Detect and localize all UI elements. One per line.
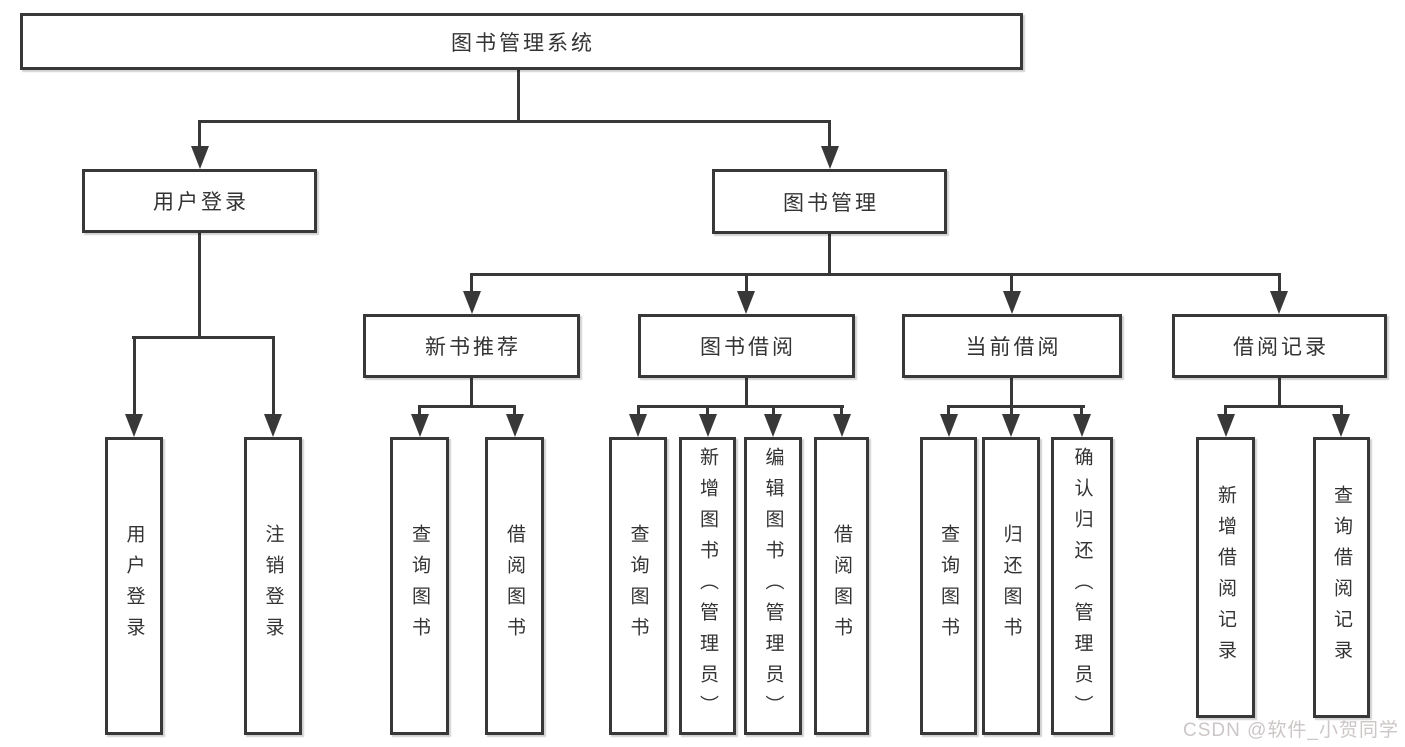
arrowhead-down bbox=[125, 414, 143, 437]
leaf-add-book-admin: 新增图书（管理员） bbox=[679, 437, 736, 735]
leaf-borrow-book-recommend: 借阅图书 bbox=[485, 437, 544, 735]
connector-line bbox=[198, 233, 201, 338]
connector-line bbox=[133, 336, 136, 416]
connector-line bbox=[772, 405, 775, 417]
leaf-confirm-return-admin: 确认归还（管理员） bbox=[1051, 437, 1113, 735]
leaf-user-login: 用户登录 bbox=[105, 437, 163, 735]
connector-line bbox=[745, 273, 748, 293]
node-book-borrowing: 图书借阅 bbox=[638, 314, 855, 378]
connector-line bbox=[1340, 405, 1343, 417]
node-user-login-label: 用户登录 bbox=[153, 191, 249, 214]
connector-line bbox=[418, 405, 516, 408]
arrowhead-down bbox=[1332, 414, 1350, 437]
leaf-logout: 注销登录 bbox=[244, 437, 302, 735]
leaf-query-book-borrowing-label: 查询图书 bbox=[627, 524, 649, 648]
arrowhead-down bbox=[940, 414, 958, 437]
arrowhead-down bbox=[737, 291, 755, 314]
leaf-query-book-current-label: 查询图书 bbox=[938, 524, 959, 648]
leaf-return-book-label: 归还图书 bbox=[1000, 524, 1022, 648]
leaf-query-book-recommend: 查询图书 bbox=[390, 437, 449, 735]
connector-line bbox=[470, 273, 473, 293]
connector-line bbox=[470, 378, 473, 408]
connector-line bbox=[513, 405, 516, 417]
connector-line bbox=[1278, 378, 1281, 408]
arrowhead-down bbox=[1270, 291, 1288, 314]
connector-line bbox=[637, 405, 640, 417]
connector-line bbox=[637, 405, 844, 408]
connector-line bbox=[272, 336, 275, 416]
leaf-return-book: 归还图书 bbox=[982, 437, 1040, 735]
node-book-borrowing-label: 图书借阅 bbox=[700, 336, 796, 359]
node-borrowing-records: 借阅记录 bbox=[1172, 314, 1387, 378]
connector-line bbox=[706, 405, 709, 417]
watermark: CSDN @软件_小贺同学 bbox=[1183, 720, 1399, 741]
connector-line bbox=[470, 273, 1281, 276]
leaf-edit-book-admin-label: 编辑图书（管理员） bbox=[762, 446, 784, 726]
leaf-query-borrow-record: 查询借阅记录 bbox=[1313, 437, 1370, 718]
node-current-borrowing: 当前借阅 bbox=[902, 314, 1122, 378]
connector-line bbox=[828, 120, 831, 147]
connector-line bbox=[418, 405, 421, 417]
arrowhead-down bbox=[506, 414, 524, 437]
node-user-login: 用户登录 bbox=[82, 169, 317, 233]
connector-line bbox=[947, 405, 1085, 408]
connector-line bbox=[1080, 405, 1083, 417]
connector-line bbox=[1010, 378, 1013, 408]
connector-line bbox=[947, 405, 950, 417]
node-root-label: 图书管理系统 bbox=[451, 31, 595, 55]
arrowhead-down bbox=[629, 414, 647, 437]
connector-line bbox=[1278, 273, 1281, 293]
leaf-add-borrow-record: 新增借阅记录 bbox=[1196, 437, 1255, 718]
leaf-user-login-label: 用户登录 bbox=[123, 524, 145, 648]
node-new-book-recommend: 新书推荐 bbox=[363, 314, 580, 378]
node-current-borrowing-label: 当前借阅 bbox=[965, 336, 1062, 359]
leaf-query-borrow-record-label: 查询借阅记录 bbox=[1331, 484, 1352, 671]
connector-line bbox=[1224, 405, 1343, 408]
connector-line bbox=[132, 336, 275, 339]
arrowhead-down bbox=[1002, 414, 1020, 437]
connector-line bbox=[1010, 273, 1013, 293]
leaf-confirm-return-admin-label: 确认归还（管理员） bbox=[1071, 446, 1093, 726]
arrowhead-down bbox=[699, 414, 717, 437]
connector-line bbox=[840, 405, 843, 417]
node-book-management-label: 图书管理 bbox=[783, 191, 879, 215]
arrowhead-down bbox=[463, 291, 481, 314]
connector-line bbox=[1224, 405, 1227, 417]
leaf-logout-label: 注销登录 bbox=[262, 524, 284, 648]
leaf-borrow-book-borrowing-label: 借阅图书 bbox=[831, 524, 852, 648]
arrowhead-down bbox=[1217, 414, 1235, 437]
arrowhead-down bbox=[833, 414, 851, 437]
connector-line bbox=[745, 378, 748, 408]
leaf-borrow-book-recommend-label: 借阅图书 bbox=[504, 524, 525, 648]
arrowhead-down bbox=[821, 146, 839, 169]
node-new-book-recommend-label: 新书推荐 bbox=[425, 336, 521, 359]
node-borrowing-records-label: 借阅记录 bbox=[1233, 336, 1329, 359]
leaf-add-book-admin-label: 新增图书（管理员） bbox=[697, 446, 718, 726]
leaf-borrow-book-borrowing: 借阅图书 bbox=[814, 437, 869, 735]
arrowhead-down bbox=[264, 414, 282, 437]
arrowhead-down bbox=[411, 414, 429, 437]
arrowhead-down bbox=[191, 146, 209, 169]
leaf-query-book-recommend-label: 查询图书 bbox=[409, 524, 430, 648]
node-book-management: 图书管理 bbox=[712, 169, 947, 234]
connector-line bbox=[517, 69, 520, 120]
connector-line bbox=[198, 120, 201, 147]
arrowhead-down bbox=[1003, 291, 1021, 314]
leaf-edit-book-admin: 编辑图书（管理员） bbox=[744, 437, 802, 735]
connector-line bbox=[198, 120, 831, 123]
connector-line bbox=[828, 234, 831, 275]
leaf-add-borrow-record-label: 新增借阅记录 bbox=[1215, 484, 1236, 671]
connector-line bbox=[1010, 405, 1013, 417]
arrowhead-down bbox=[764, 414, 782, 437]
leaf-query-book-borrowing: 查询图书 bbox=[609, 437, 667, 735]
leaf-query-book-current: 查询图书 bbox=[920, 437, 977, 735]
arrowhead-down bbox=[1073, 414, 1091, 437]
node-root: 图书管理系统 bbox=[20, 13, 1023, 70]
